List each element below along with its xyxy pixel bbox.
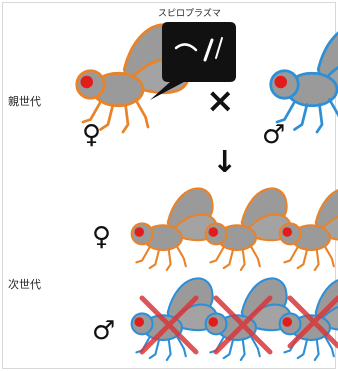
- offspring-female-fly-1: [132, 188, 217, 270]
- offspring-female-fly-3: [280, 188, 338, 270]
- offspring-female-fly-2: [206, 188, 291, 270]
- parent-male-fly: [271, 25, 338, 132]
